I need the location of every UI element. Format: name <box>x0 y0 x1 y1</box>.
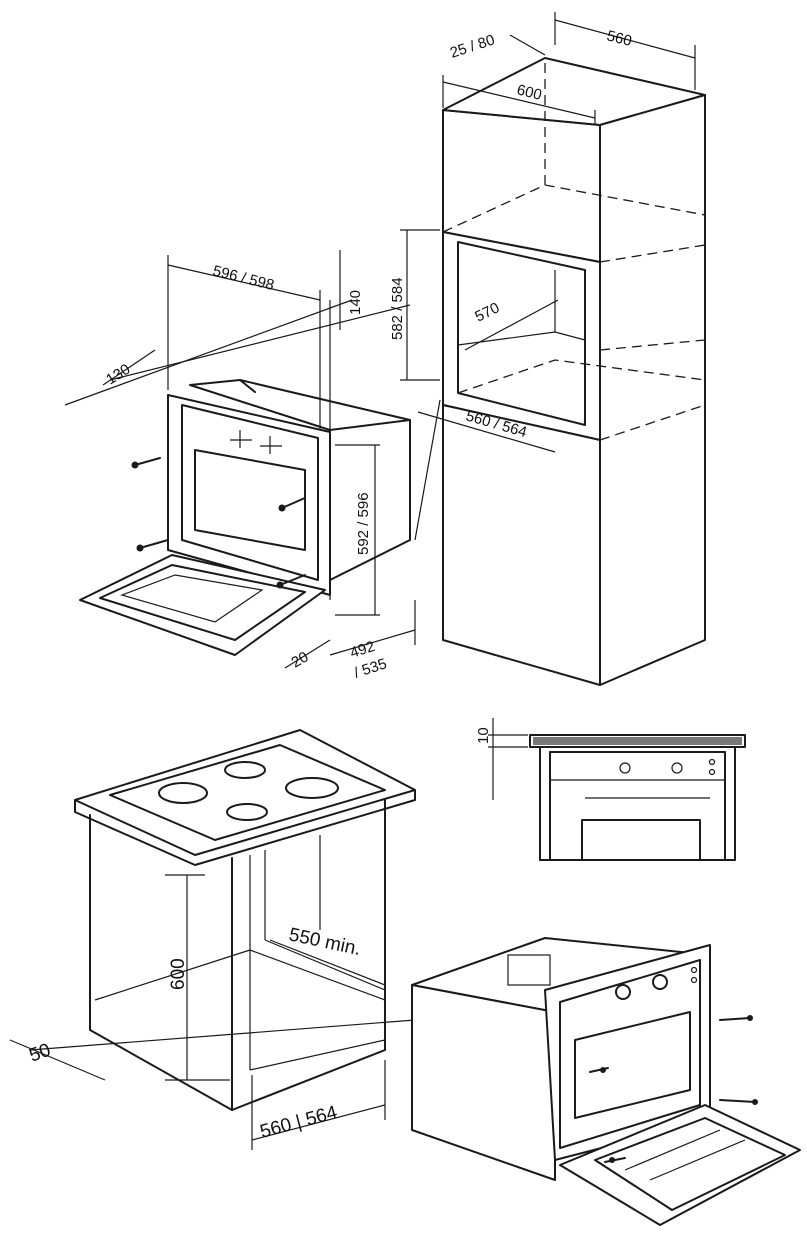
dim-600-top: 600 <box>515 81 543 104</box>
oven-top <box>79 379 411 656</box>
dim-550-min: 550 min. <box>287 924 363 960</box>
countertop-detail: 10 <box>475 718 746 861</box>
dim-20: 20 <box>289 648 312 671</box>
dim-596-598: 596 / 598 <box>211 262 276 294</box>
column-cabinet <box>442 57 706 686</box>
dim-560-top: 560 <box>605 27 633 50</box>
undercounter-cutout: 550 min. 600 50 560 | 564 <box>9 729 416 1150</box>
dim-25-80: 25 / 80 <box>448 31 497 61</box>
dim-140: 140 <box>347 290 364 315</box>
dim-10: 10 <box>475 727 492 744</box>
dim-600-bottom: 600 <box>168 958 189 990</box>
oven-top-dimensions: 596 / 598 140 130 592 / 596 20 492 / 535 <box>64 250 441 682</box>
oven-bottom <box>411 937 801 1226</box>
dim-560-564-bottom: 560 | 564 <box>258 1102 340 1143</box>
dim-130: 130 <box>103 361 133 389</box>
dim-50: 50 <box>27 1040 54 1067</box>
dim-492: 492 <box>348 638 377 662</box>
dim-592-596: 592 / 596 <box>355 492 372 555</box>
